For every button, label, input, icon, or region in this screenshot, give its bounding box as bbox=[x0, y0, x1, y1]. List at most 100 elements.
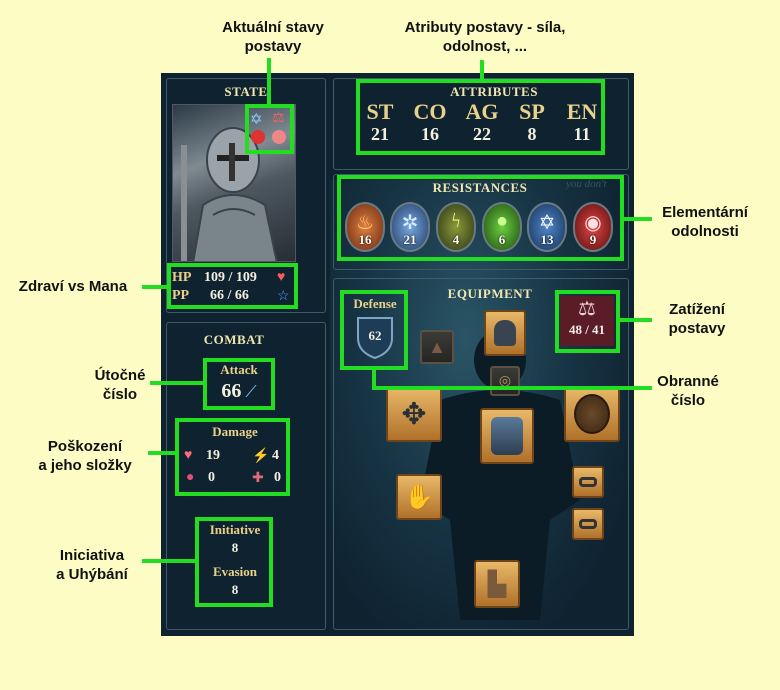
armor-icon bbox=[491, 417, 523, 455]
shield-slot[interactable] bbox=[564, 386, 620, 442]
callout-line: odolnost, ... bbox=[442, 38, 528, 55]
callout-line: Útočné bbox=[94, 367, 146, 384]
attribute-value: 8 bbox=[527, 124, 537, 144]
scales-status-icon[interactable]: ⚖ bbox=[272, 111, 285, 126]
damage-label: Damage bbox=[212, 424, 258, 439]
callout-line: číslo bbox=[102, 386, 138, 403]
callout-status: Aktuální stavy postavy bbox=[198, 18, 348, 56]
armor-slot[interactable] bbox=[480, 408, 534, 464]
initiative-box: Initiative 8 Evasion 8 bbox=[200, 522, 270, 602]
evasion-label: Evasion bbox=[212, 564, 258, 579]
lightning-icon: ϟ bbox=[451, 210, 461, 232]
resistances-frame bbox=[333, 174, 629, 270]
resistance-value: 16 bbox=[358, 232, 372, 247]
boots-slot[interactable]: ▙ bbox=[474, 560, 520, 608]
brain-status-icon[interactable] bbox=[272, 130, 286, 144]
highlight-attributes bbox=[356, 79, 605, 155]
resistance-poison[interactable]: ● 6 bbox=[482, 202, 522, 252]
line-load bbox=[618, 318, 652, 322]
line-damage bbox=[148, 451, 177, 455]
gloves-slot[interactable]: ✋ bbox=[396, 474, 442, 520]
highlight-damage bbox=[175, 418, 290, 496]
attribute-value: 21 bbox=[371, 124, 389, 144]
resistance-value: 13 bbox=[540, 232, 554, 247]
round-shield-icon bbox=[574, 394, 610, 434]
attribute-label: SP bbox=[519, 99, 545, 124]
attribute-value: 22 bbox=[473, 124, 491, 144]
resistance-frost[interactable]: ✲ 21 bbox=[390, 202, 430, 252]
potion-status-icon[interactable] bbox=[251, 130, 265, 144]
attribute-en[interactable]: EN 11 bbox=[562, 100, 602, 152]
hp-value: 109 / 109 bbox=[204, 270, 257, 285]
scales-icon: ⚖ bbox=[578, 298, 596, 320]
attribute-sp[interactable]: SP 8 bbox=[514, 100, 550, 152]
ring-icon bbox=[579, 519, 597, 529]
resistance-lightning[interactable]: ϟ 4 bbox=[436, 202, 476, 252]
ring-slot-1[interactable] bbox=[572, 466, 604, 498]
pp-label: PP bbox=[172, 288, 190, 303]
state-title: STATE bbox=[224, 84, 268, 99]
highlight-resistances bbox=[337, 175, 624, 261]
poison-icon: ● bbox=[495, 210, 509, 232]
callout-line: Aktuální stavy bbox=[222, 19, 324, 36]
callout-line: Iniciativa bbox=[59, 547, 125, 564]
star-status-icon[interactable]: ✡ bbox=[250, 112, 263, 128]
weapon-slot[interactable]: ✥ bbox=[386, 386, 442, 442]
attack-value-row: 66 ⟋ bbox=[208, 380, 270, 403]
callout-hp: Zdraví vs Mana bbox=[2, 277, 144, 296]
fire-icon: ♨ bbox=[356, 212, 374, 234]
line-initiative bbox=[142, 559, 197, 563]
attribute-st[interactable]: ST 21 bbox=[362, 100, 398, 152]
heart-damage-icon: ♥ bbox=[184, 448, 193, 463]
line-defense-v bbox=[372, 368, 376, 390]
ring-slot-2[interactable] bbox=[572, 508, 604, 540]
equipment-frame bbox=[333, 278, 629, 630]
attribute-co[interactable]: CO 16 bbox=[410, 100, 450, 152]
lightning-damage-icon: ⚡ bbox=[252, 449, 270, 464]
line-resistances bbox=[622, 217, 652, 221]
shield-icon bbox=[357, 317, 393, 360]
amulet-slot[interactable]: ◎ bbox=[490, 366, 520, 396]
initiative-label: Initiative bbox=[209, 522, 261, 537]
attribute-value: 11 bbox=[573, 124, 591, 144]
resistance-value: 4 bbox=[452, 232, 460, 247]
highlight-initiative bbox=[195, 517, 273, 607]
callout-line: postavy bbox=[244, 38, 302, 55]
callout-line: odolnosti bbox=[671, 223, 739, 240]
resistance-fire[interactable]: ♨ 16 bbox=[345, 202, 385, 252]
callout-line: Elementární bbox=[662, 204, 748, 221]
highlight-attack bbox=[203, 358, 275, 410]
callout-line: a Uhýbání bbox=[56, 566, 128, 583]
callout-load: Zatížení postavy bbox=[652, 300, 742, 338]
frost-icon: ✲ bbox=[401, 212, 419, 234]
highlight-load bbox=[555, 290, 620, 353]
equipment-title: EQUIPMENT bbox=[447, 286, 533, 301]
callout-initiative: Iniciativa a Uhýbání bbox=[40, 546, 144, 584]
pp-row: PP 66 / 66 ☆ bbox=[172, 288, 294, 304]
defense-label: Defense bbox=[353, 296, 397, 311]
bg-watermark-text: you don't bbox=[566, 178, 607, 190]
helmet-slot[interactable] bbox=[484, 310, 526, 356]
resistance-mind[interactable]: ◉ 9 bbox=[573, 202, 613, 252]
state-frame bbox=[166, 78, 326, 313]
attack-box: Attack 66 ⟋ bbox=[208, 362, 270, 406]
resistance-holy[interactable]: ✡ 13 bbox=[527, 202, 567, 252]
damage-physical: 19 bbox=[206, 448, 220, 463]
line-attributes bbox=[480, 60, 484, 81]
attribute-label: CO bbox=[413, 99, 447, 124]
attack-label: Attack bbox=[220, 362, 258, 377]
highlight-status bbox=[245, 104, 294, 154]
attribute-label: EN bbox=[566, 99, 598, 124]
line-status bbox=[267, 58, 271, 106]
attribute-ag[interactable]: AG 22 bbox=[462, 100, 502, 152]
resistances-title: RESISTANCES bbox=[432, 180, 528, 195]
damage-box: Damage ♥ 19 ⚡ 4 ● 0 ✚ 0 bbox=[180, 424, 290, 496]
boots-icon: ▙ bbox=[487, 571, 507, 598]
callout-line: Zdraví vs Mana bbox=[18, 278, 128, 295]
cloak-slot[interactable]: ▲ bbox=[420, 330, 454, 364]
initiative-value: 8 bbox=[231, 540, 239, 555]
callout-attack: Útočné číslo bbox=[88, 366, 152, 404]
load-value: 48 / 41 bbox=[568, 322, 606, 337]
gloves-icon: ✋ bbox=[404, 484, 434, 511]
mace-icon: ✥ bbox=[401, 397, 427, 431]
